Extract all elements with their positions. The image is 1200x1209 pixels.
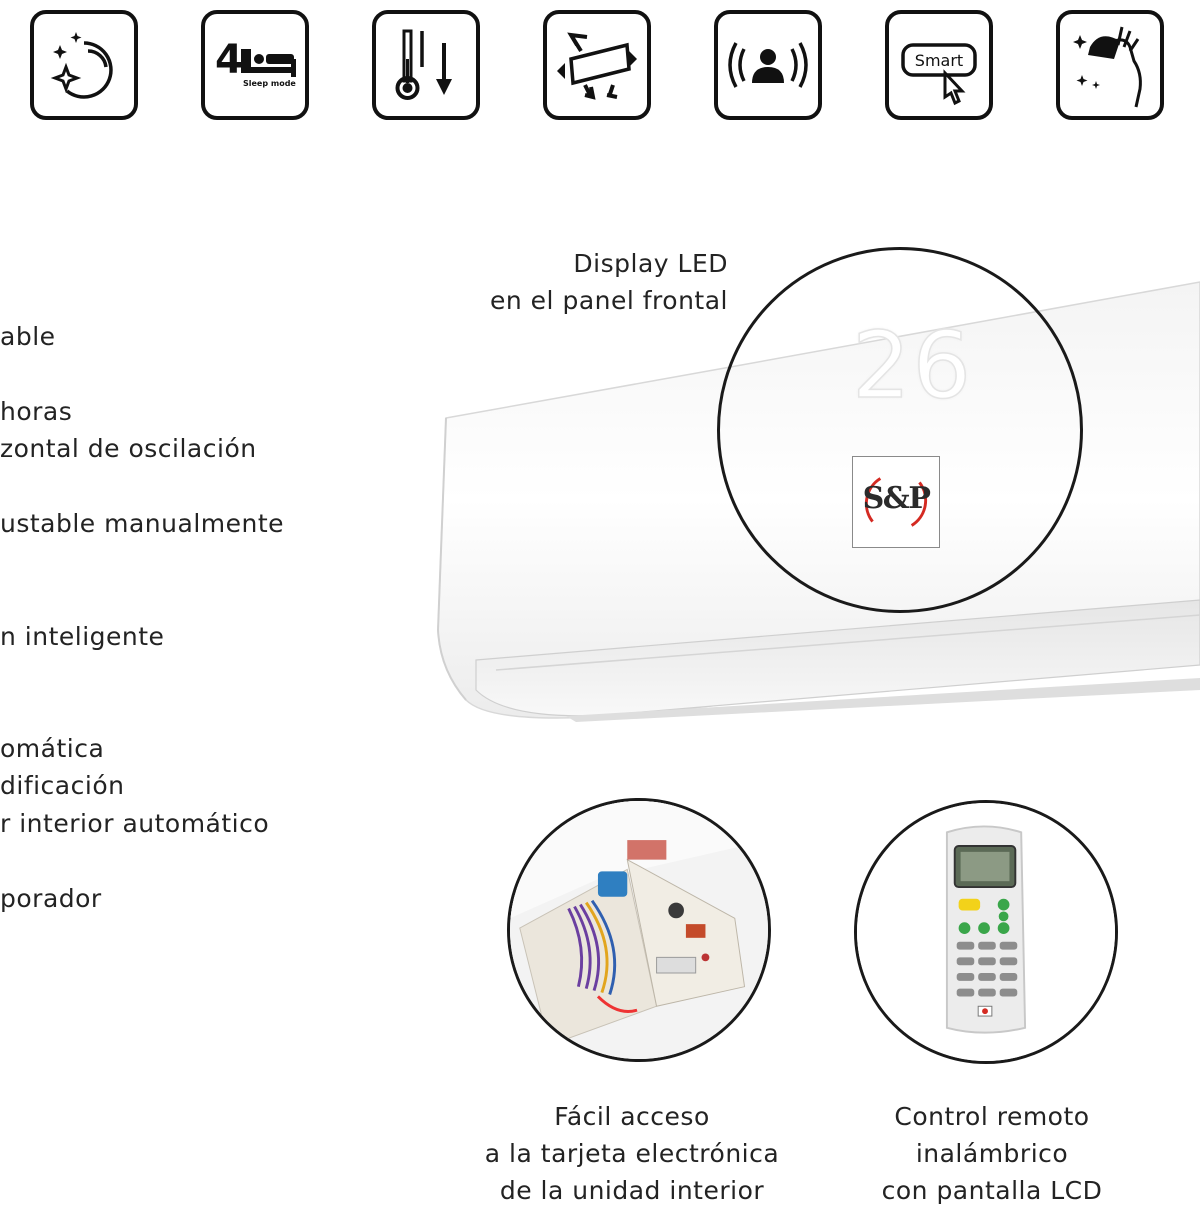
feature-item: zontal de oscilación [0, 434, 257, 463]
temperature-down-icon [372, 10, 480, 120]
caption-line: Fácil acceso [554, 1102, 710, 1131]
caption-line: con pantalla LCD [881, 1176, 1103, 1205]
smart-button-icon: Smart [885, 10, 993, 120]
caption-led-display: Display LED en el panel frontal [490, 245, 728, 319]
feature-item: omática [0, 734, 105, 763]
feature-item: dificación [0, 771, 125, 800]
brand-logo: S&P [852, 456, 940, 548]
caption-line: a la tarjeta electrónica [484, 1139, 780, 1168]
feature-item: horas [0, 397, 73, 426]
feature-item: porador [0, 884, 102, 913]
control-board-photo [507, 798, 771, 1062]
led-display-zoom [717, 247, 1083, 613]
caption-line: de la unidad interior [499, 1176, 765, 1205]
feature-icon-row: 4 Sleep mode [30, 10, 1170, 126]
caption-control-board: Fácil acceso a la tarjeta electrónica de… [462, 1098, 802, 1209]
sleep-mode-icon: 4 Sleep mode [201, 10, 309, 120]
sleep-mode-label: Sleep mode [243, 79, 296, 88]
feature-item: able [0, 322, 56, 351]
caption-line: Control remoto [894, 1102, 1090, 1131]
sleep-mode-number: 4 [215, 37, 243, 83]
easy-clean-panel-icon [1056, 10, 1164, 120]
smart-button-label: Smart [915, 51, 963, 70]
remote-control-photo [854, 800, 1118, 1064]
follow-me-icon [714, 10, 822, 120]
caption-line: en el panel frontal [490, 286, 728, 315]
self-clean-icon [30, 10, 138, 120]
caption-remote-control: Control remoto inalámbrico con pantalla … [842, 1098, 1142, 1209]
air-swing-icon [543, 10, 651, 120]
brand-logo-text: S&P [862, 481, 931, 516]
caption-line: Display LED [573, 249, 728, 278]
caption-line: inalámbrico [915, 1139, 1069, 1168]
feature-item: r interior automático [0, 809, 270, 838]
feature-item: ustable manualmente [0, 509, 285, 538]
led-temperature-display: 26 [851, 311, 974, 420]
feature-item: n inteligente [0, 622, 165, 651]
